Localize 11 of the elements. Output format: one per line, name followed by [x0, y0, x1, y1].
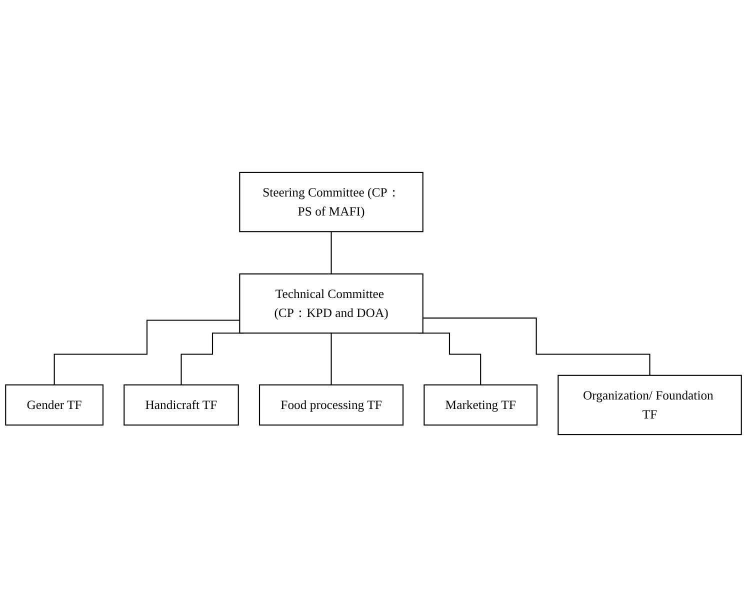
node-box: Steering Committee (CP：PS of MAFI) — [239, 172, 424, 232]
connector — [330, 231, 332, 274]
node-box: Handicraft TF — [124, 384, 239, 426]
node-box: Food processing TF — [258, 384, 404, 426]
node-box: Organization/ Foundation TF — [558, 374, 742, 436]
connector — [422, 318, 650, 376]
connector — [54, 320, 240, 386]
node-box: Marketing TF — [424, 384, 538, 426]
node-box: Technical Committee (CP：KPD and DOA) — [239, 273, 424, 334]
connector — [330, 332, 332, 386]
node-box: Gender TF — [5, 384, 104, 426]
